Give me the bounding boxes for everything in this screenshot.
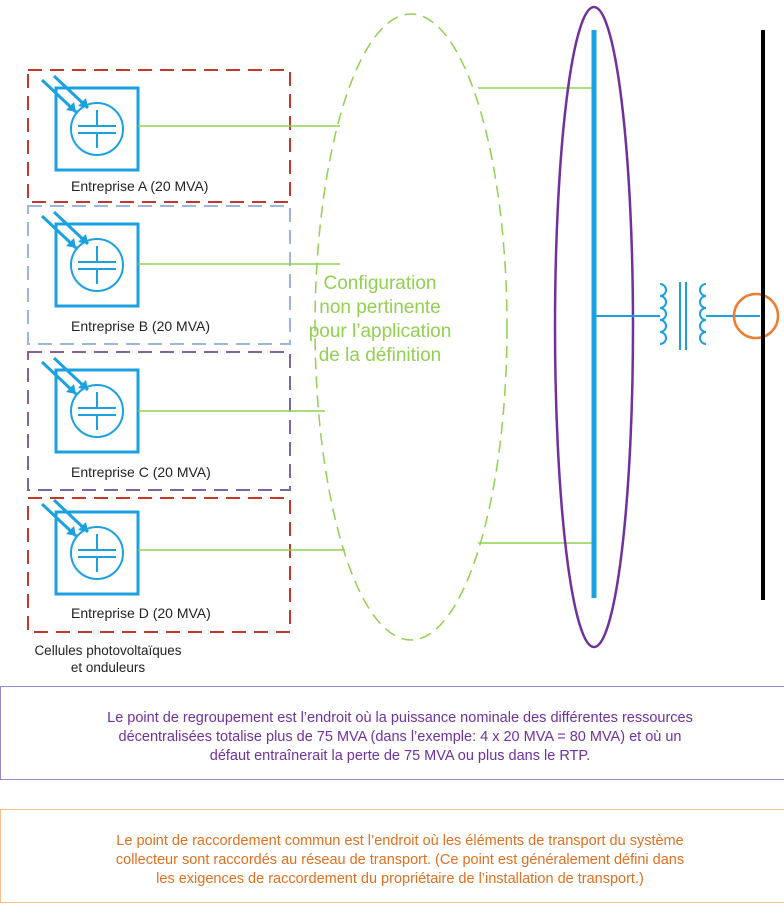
aggregation-note-line-1: Le point de regroupement est l’endroit o… [107,710,693,726]
solar-inverter-a-icon [40,74,140,172]
config-line-3: pour l’application [308,321,452,342]
connection-note-line-3: les exigences de raccordement du proprié… [156,871,644,887]
enterprise-d-label: Entreprise D (20 MVA) [71,605,211,621]
solar-inverter-b-icon [40,210,140,308]
photovoltaic-legend: Cellules photovoltaïques et onduleurs [4,642,212,676]
enterprise-c-boundary [27,351,291,491]
enterprise-c-label: Entreprise C (20 MVA) [71,464,211,480]
common-connection-note: Le point de raccordement commun est l’en… [0,809,784,903]
config-line-4: de la définition [318,345,442,366]
solar-inverter-c-icon [40,356,140,454]
legend-line-2: et onduleurs [70,660,146,675]
aggregation-point-note: Le point de regroupement est l’endroit o… [0,686,784,780]
enterprise-b-boundary [27,205,291,345]
enterprise-b-label: Entreprise B (20 MVA) [71,318,211,334]
aggregation-point-ellipse [553,5,635,649]
aggregation-note-line-3: défaut entraînerait la perte de 75 MVA o… [209,748,591,764]
transformer-icon [659,282,760,350]
config-line-2: non pertinente [319,297,441,318]
config-line-1: Configuration [323,273,437,294]
enterprise-a-label: Entreprise A (20 MVA) [71,178,209,194]
connection-note-line-1: Le point de raccordement commun est l’en… [116,833,684,849]
common-connection-point-circle [732,292,780,340]
connection-note-line-2: collecteur sont raccordés au réseau de t… [115,852,685,868]
solar-inverter-d-icon [40,498,140,596]
non-relevant-configuration-ellipse [314,13,508,641]
aggregation-note-line-2: décentralisées totalise plus de 75 MVA (… [118,729,682,745]
collector-feeders [138,87,592,551]
non-relevant-configuration-text: Configuration non pertinente pour l’appl… [308,272,452,368]
legend-line-1: Cellules photovoltaïques [34,643,182,658]
